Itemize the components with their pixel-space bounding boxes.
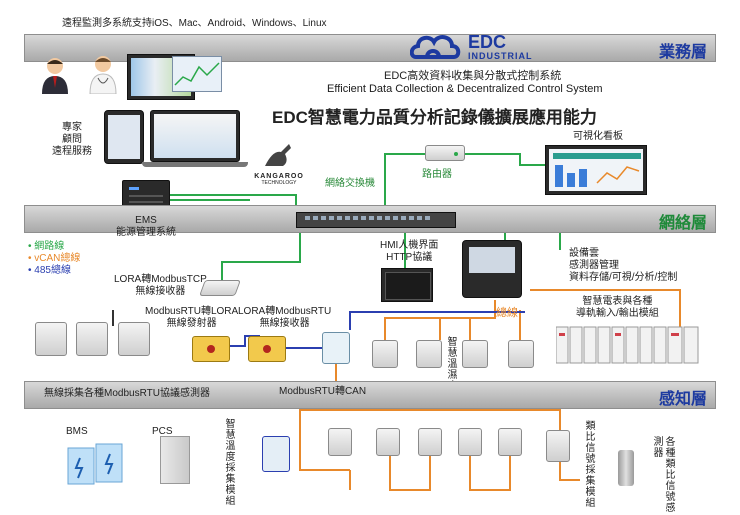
network-line [221,232,301,280]
temp-hum-meter [508,340,534,368]
temp-hum-meter [416,340,442,368]
kangaroo-sub: TECHNOLOGY [261,180,297,186]
cloud-sensor: 感測器管理 [569,260,619,271]
edc-cloud-logo-icon [409,35,461,59]
doctor-avatar [88,54,118,95]
cloud-title: 設備雲 [569,248,599,259]
system-name-en: Efficient Data Collection & Decentralize… [327,83,603,95]
legend-network-line: • 網路線 [28,241,65,252]
din-modules-icon [555,326,699,364]
cloud-data: 資料存儲/可視/分析/控制 [569,272,678,283]
router-icon [454,152,458,156]
network-layer-label: 網絡層 [658,215,707,232]
ems-label: EMS 能源管理系統 [116,215,176,238]
temp-hum-meter [376,428,400,456]
lora-tcp-receiver [199,280,241,296]
battery-icon [67,443,123,485]
sensing-layer-band: 感知層 [24,381,716,409]
legend-485-line: • 485總線 [28,265,71,276]
temp-hum-meter [458,428,482,456]
vcan-line [389,455,431,491]
bms-label: BMS [66,426,88,437]
logo-industrial-text: INDUSTRIAL [468,51,533,61]
businessman-icon [42,58,68,94]
network-line [465,153,545,166]
temp-hum-meter-label: 智慧溫濕度計 [445,336,456,402]
pcs-label: PCS [152,426,173,437]
status-led-icon [263,345,271,353]
vcan-line [469,455,511,491]
switch-ports-icon [305,216,430,220]
edc-logo: EDC INDUSTRIAL [409,31,550,63]
analog-module [546,430,570,462]
hmi-label: HMI人機界面 HTTP協議 [380,240,439,263]
wireless-sensor [76,322,108,356]
vcan-line [530,289,681,330]
analog-sensor [618,450,634,486]
network-switch [296,212,456,228]
smart-temp-module [262,436,290,472]
bms-battery [66,440,126,486]
temp-module-label: 智慧溫度採集模組 [223,418,234,506]
tablet-device [104,110,144,164]
temp-hum-meter [498,428,522,456]
temp-hum-meter [372,340,398,368]
network-line [384,153,430,212]
analog-module-label: 類比信號採集模組 [583,420,594,508]
wireless-sensor [35,322,67,356]
edc-recorder [462,240,522,298]
wireless-sensor [118,322,150,356]
antenna-icon [112,310,114,326]
logo-edc-text: EDC [468,32,507,52]
status-led-icon [207,345,215,353]
lora-tcp-label: LORA轉ModbusTCP 無線接收器 [114,274,207,297]
rtu-lora-tx-label: ModbusRTU轉LORA 無線發射器 [145,306,239,329]
smart-meter-label: 智慧電表與各種 導軌輸入/輸出模組 [576,296,659,319]
wireless-sensors-label: 無線採集各種ModbusRTU協議感測器 [44,388,210,399]
kangaroo-logo: KANGAROO TECHNOLOGY [244,140,314,186]
kangaroo-brand: KANGAROO [254,173,304,180]
pcs-cabinet [160,436,190,484]
server-icon [129,187,163,203]
laptop-base [142,162,248,167]
rs485-line [349,311,525,330]
expert-service-label: 專家 顧問 遠程服務 [52,122,92,157]
lora-rtu-receiver [248,336,286,362]
kangaroo-icon [265,144,291,166]
legend-label: 485總線 [34,265,71,276]
doctor-icon [89,56,117,95]
business-layer-label: 業務層 [658,44,707,61]
rtu-can-label: ModbusRTU轉CAN [279,386,367,397]
dashboard-screen [545,145,647,195]
expert-avatar [40,56,70,94]
chart-thumbnail-icon [174,62,220,86]
legend-label: 網路線 [34,241,65,252]
temp-hum-meter [462,340,488,368]
legend-vcan-line: • vCAN總線 [28,253,81,264]
router-label: 路由器 [422,169,452,180]
rtu-can-converter [322,332,350,364]
main-title: EDC智慧電力品質分析記錄儀擴展應用能力 [272,108,597,127]
rtu-lora-transmitter [192,336,230,362]
legend-label: vCAN總線 [34,253,81,264]
analog-sensor-label: 各種類比信號感測器 [651,436,674,513]
temp-hum-meter [328,428,352,456]
hmi-panel [381,268,433,302]
dashboard-chart-icon [553,153,641,187]
din-rail-modules [555,325,700,365]
router-device [425,145,465,161]
bus-label: 總線 [496,307,518,319]
switch-label: 網絡交換機 [325,178,375,189]
legend: • 網路線 • vCAN總線 • 485總線 [28,241,80,277]
dashboard-label: 可視化看板 [573,131,623,142]
software-window [172,56,222,92]
sensing-layer-label: 感知層 [658,391,707,408]
laptop-device [150,110,240,162]
system-name-cn: EDC高效資料收集與分散式控制系統 [384,70,562,82]
temp-hum-meter [418,428,442,456]
lora-rtu-rx-label: LORA轉ModbusRTU 無線接收器 [238,306,332,329]
platform-note: 遠程監測多系統支持iOS、Mac、Android、Windows、Linux [62,18,327,29]
